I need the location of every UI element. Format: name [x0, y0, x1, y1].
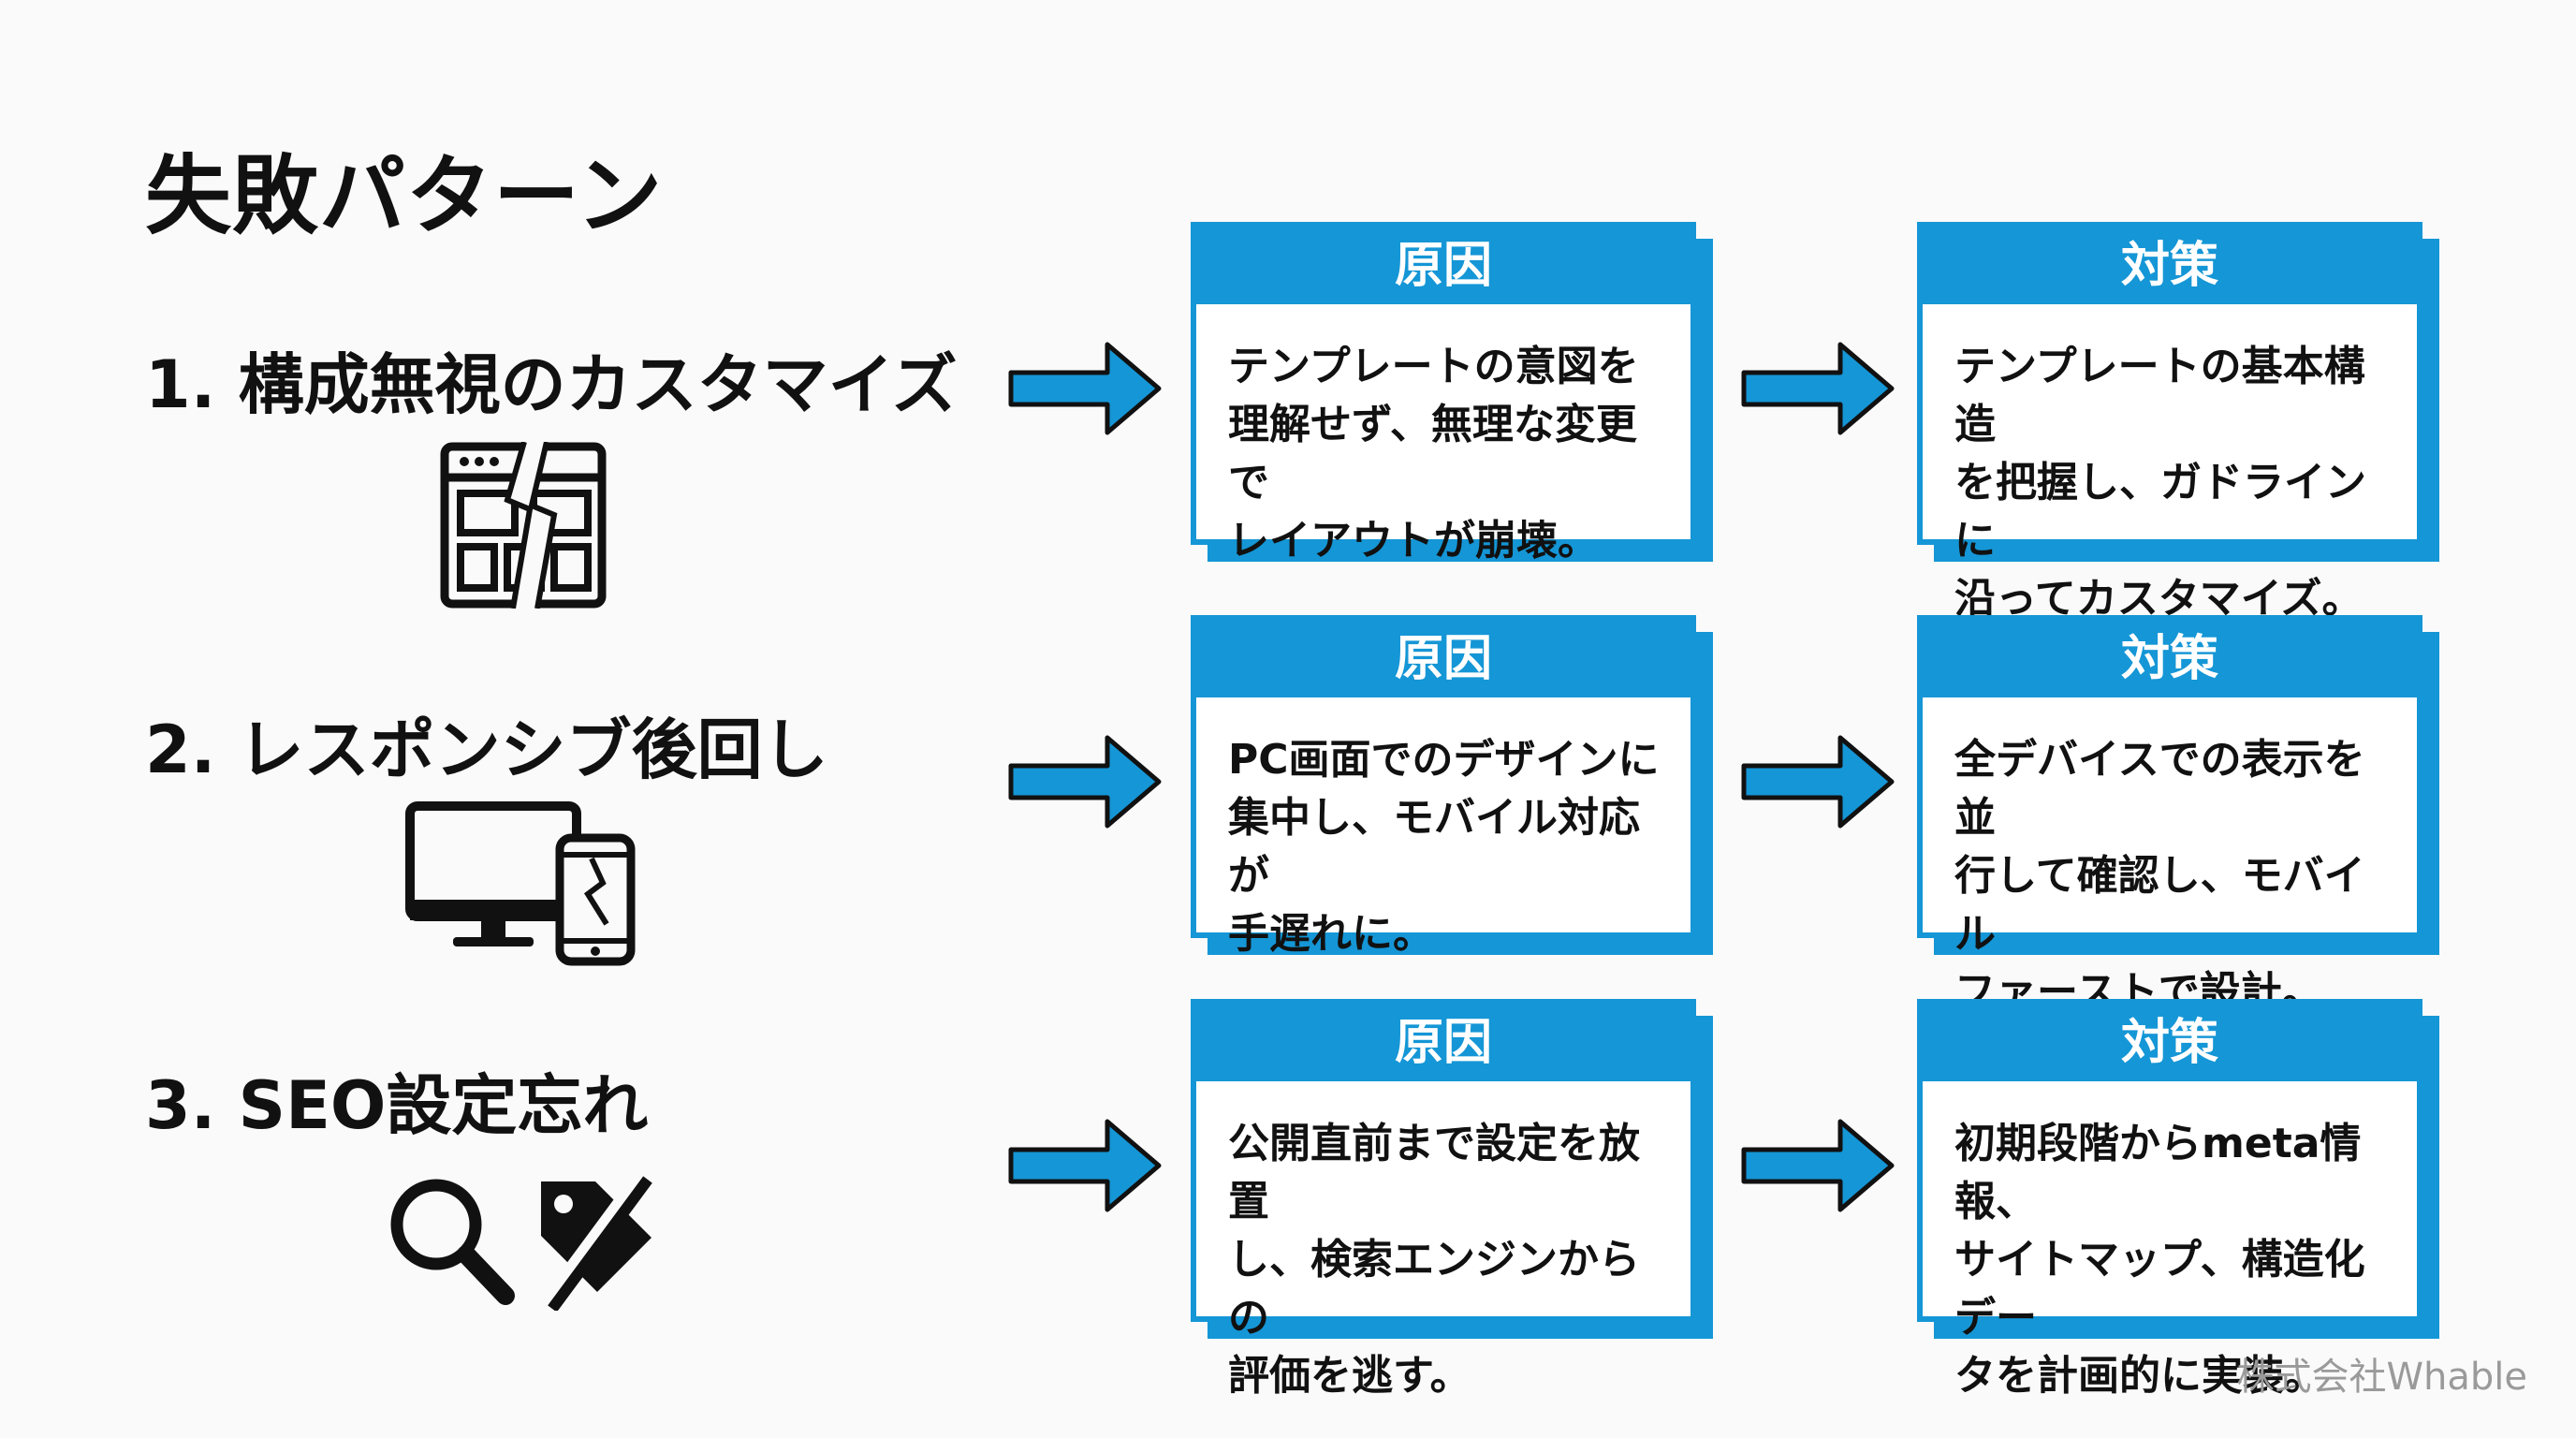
broken-layout-icon — [440, 442, 607, 609]
solution-card-header: 対策 — [1923, 227, 2417, 304]
arrow-right-icon — [1741, 342, 1895, 435]
solution-card-text: テンプレートの基本構造 を把握し、ガドラインに 沿ってカスタマイズ。 — [1954, 343, 2366, 623]
pattern-label-3: 3. SEO設定忘れ — [145, 1067, 649, 1144]
monitor-broken-phone-icon — [405, 801, 636, 966]
arrow-right-icon — [1008, 735, 1162, 829]
solution-card-2: 対策 全デバイスでの表示を並 行して確認し、モバイル ファーストで設計。 — [1917, 615, 2422, 1016]
page-title: 失敗パターン — [145, 146, 664, 246]
company-footer: 株式会社Whable — [2236, 1356, 2527, 1399]
cause-card-text: PC画面でのデザインに 集中し、モバイル対応が 手遅れに。 — [1228, 736, 1660, 958]
cause-card-2: 原因 PC画面でのデザインに 集中し、モバイル対応が 手遅れに。 — [1191, 615, 1696, 958]
solution-card-3: 対策 初期段階からmeta情報、 サイトマップ、構造化デー タを計画的に実装。 — [1917, 999, 2422, 1400]
arrow-right-icon — [1008, 342, 1162, 435]
cause-card-3: 原因 公開直前まで設定を放置 し、検索エンジンからの 評価を逃す。 — [1191, 999, 1696, 1400]
cause-card-header: 原因 — [1196, 621, 1690, 697]
arrow-right-icon — [1008, 1119, 1162, 1212]
search-crossed-tag-icon — [390, 1172, 652, 1311]
cause-card-1: 原因 テンプレートの意図を 理解せず、無理な変更で レイアウトが崩壊。 — [1191, 222, 1696, 565]
cause-card-text: 公開直前まで設定を放置 し、検索エンジンからの 評価を逃す。 — [1228, 1120, 1640, 1400]
cause-card-header: 原因 — [1196, 227, 1690, 304]
pattern-label-1: 1. 構成無視のカスタマイズ — [145, 346, 958, 423]
arrow-right-icon — [1741, 1119, 1895, 1212]
solution-card-text: 初期段階からmeta情報、 サイトマップ、構造化デー タを計画的に実装。 — [1954, 1120, 2365, 1400]
cause-card-text: テンプレートの意図を 理解せず、無理な変更で レイアウトが崩壊。 — [1228, 343, 1639, 565]
solution-card-text: 全デバイスでの表示を並 行して確認し、モバイル ファーストで設計。 — [1954, 736, 2365, 1016]
solution-card-header: 対策 — [1923, 621, 2417, 697]
arrow-right-icon — [1741, 735, 1895, 829]
solution-card-1: 対策 テンプレートの基本構造 を把握し、ガドラインに 沿ってカスタマイズ。 — [1917, 222, 2422, 623]
cause-card-header: 原因 — [1196, 1005, 1690, 1081]
pattern-label-2: 2. レスポンシブ後回し — [145, 712, 828, 788]
solution-card-header: 対策 — [1923, 1005, 2417, 1081]
